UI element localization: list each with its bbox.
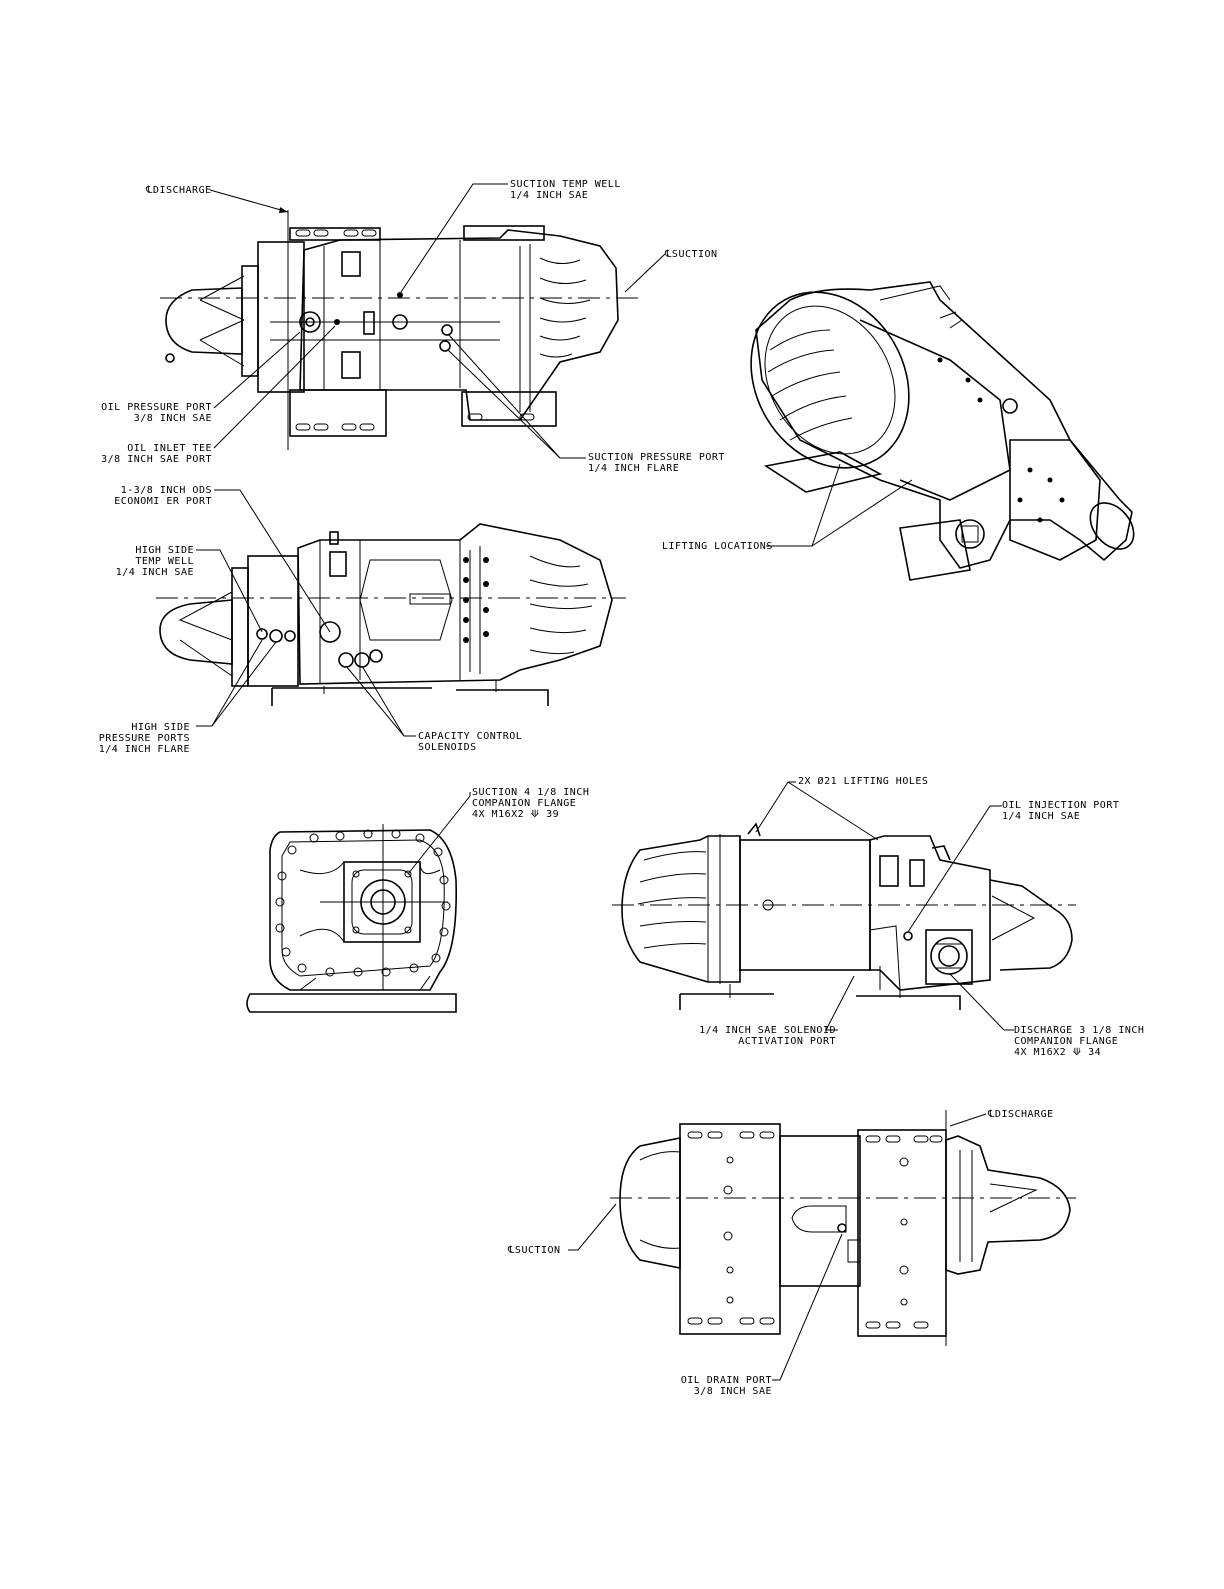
label-discharge-centerline-top: ℄DISCHARGE [146, 185, 212, 196]
end-view [246, 792, 471, 1013]
label-discharge-companion-flange: DISCHARGE 3 1/8 INCH COMPANION FLANGE 4X… [1014, 1025, 1145, 1058]
label-suction-centerline-top: ℄SUCTION [665, 249, 718, 260]
label-oil-drain-port: OIL DRAIN PORT 3/8 INCH SAE [680, 1375, 772, 1397]
label-economizer-port: 1-3/8 INCH ODS ECONOMI ER PORT [114, 485, 212, 507]
label-discharge-centerline-bottom: ℄DISCHARGE [988, 1109, 1054, 1120]
isometric-view [750, 281, 1135, 581]
label-solenoid-activation-port: 1/4 INCH SAE SOLENOID ACTIVATION PORT [699, 1025, 836, 1047]
side-view [156, 489, 626, 737]
bottom-view [568, 1110, 1076, 1381]
label-suction-temp-well: SUCTION TEMP WELL 1/4 INCH SAE [510, 179, 621, 201]
label-suction-companion-flange: SUCTION 4 1/8 INCH COMPANION FLANGE 4X M… [472, 787, 590, 820]
top-view [160, 183, 666, 459]
label-oil-injection-port: OIL INJECTION PORT 1/4 INCH SAE [1002, 800, 1120, 822]
label-high-side-pressure-ports: HIGH SIDE PRESSURE PORTS 1/4 INCH FLARE [98, 722, 190, 755]
label-oil-pressure-port: OIL PRESSURE PORT 3/8 INCH SAE [101, 402, 212, 424]
label-lifting-holes: 2X Ø21 LIFTING HOLES [798, 776, 929, 787]
label-high-side-temp-well: HIGH SIDE TEMP WELL 1/4 INCH SAE [115, 545, 194, 578]
label-lifting-locations: LIFTING LOCATIONS [662, 541, 773, 552]
label-capacity-control-solenoids: CAPACITY CONTROL SOLENOIDS [418, 731, 523, 753]
label-oil-inlet-tee: OIL INLET TEE 3/8 INCH SAE PORT [101, 443, 212, 465]
label-suction-centerline-bottom: ℄SUCTION [508, 1245, 561, 1256]
rear-side-view [612, 781, 1076, 1031]
label-suction-pressure-port: SUCTION PRESSURE PORT 1/4 INCH FLARE [588, 452, 725, 474]
